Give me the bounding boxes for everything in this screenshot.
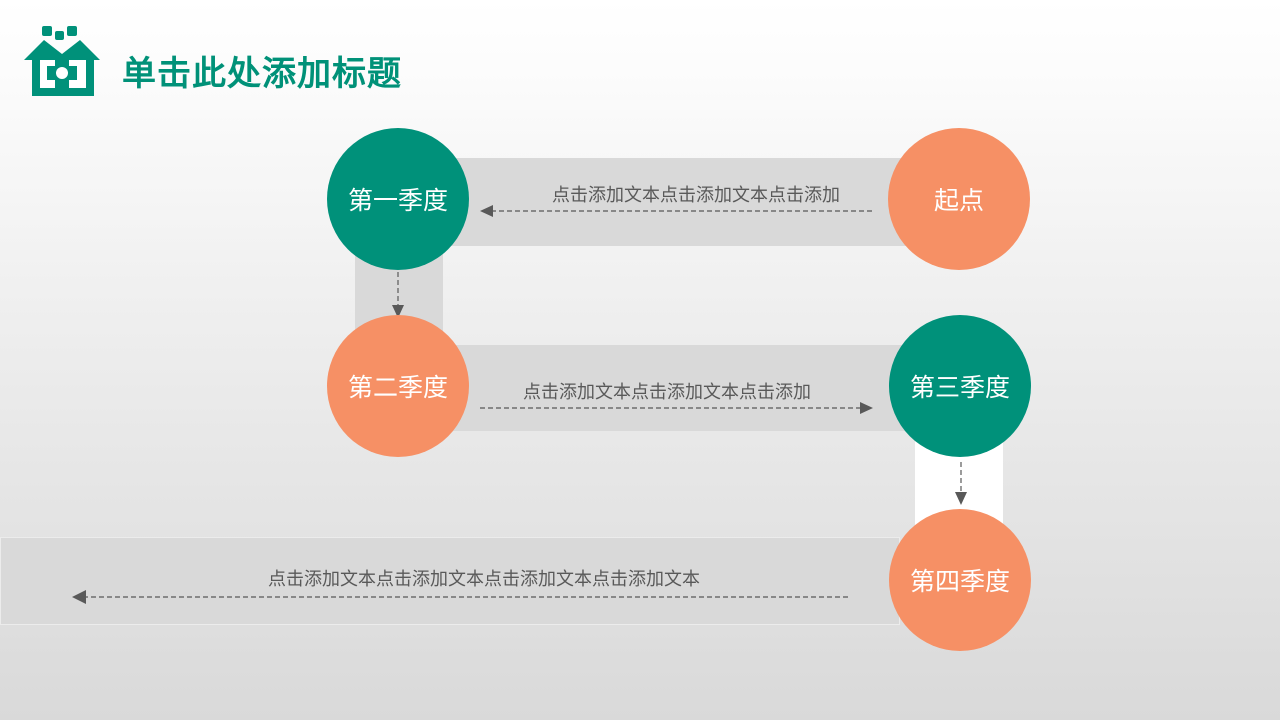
logo-house-icon — [24, 26, 100, 96]
node-q3: 第三季度 — [889, 315, 1031, 457]
step-text: 点击添加文本点击添加文本点击添加 — [552, 185, 840, 206]
connector-band-bottom — [0, 537, 900, 625]
step-text: 点击添加文本点击添加文本点击添加文本点击添加文本 — [268, 569, 700, 590]
connector-band-middle — [450, 345, 910, 431]
node-q4: 第四季度 — [889, 509, 1031, 651]
connector-band-top — [440, 158, 910, 246]
node-q1: 第一季度 — [327, 128, 469, 270]
node-q2: 第二季度 — [327, 315, 469, 457]
page-title: 单击此处添加标题 — [122, 54, 402, 94]
node-start: 起点 — [888, 128, 1030, 270]
step-text: 点击添加文本点击添加文本点击添加 — [523, 382, 811, 403]
